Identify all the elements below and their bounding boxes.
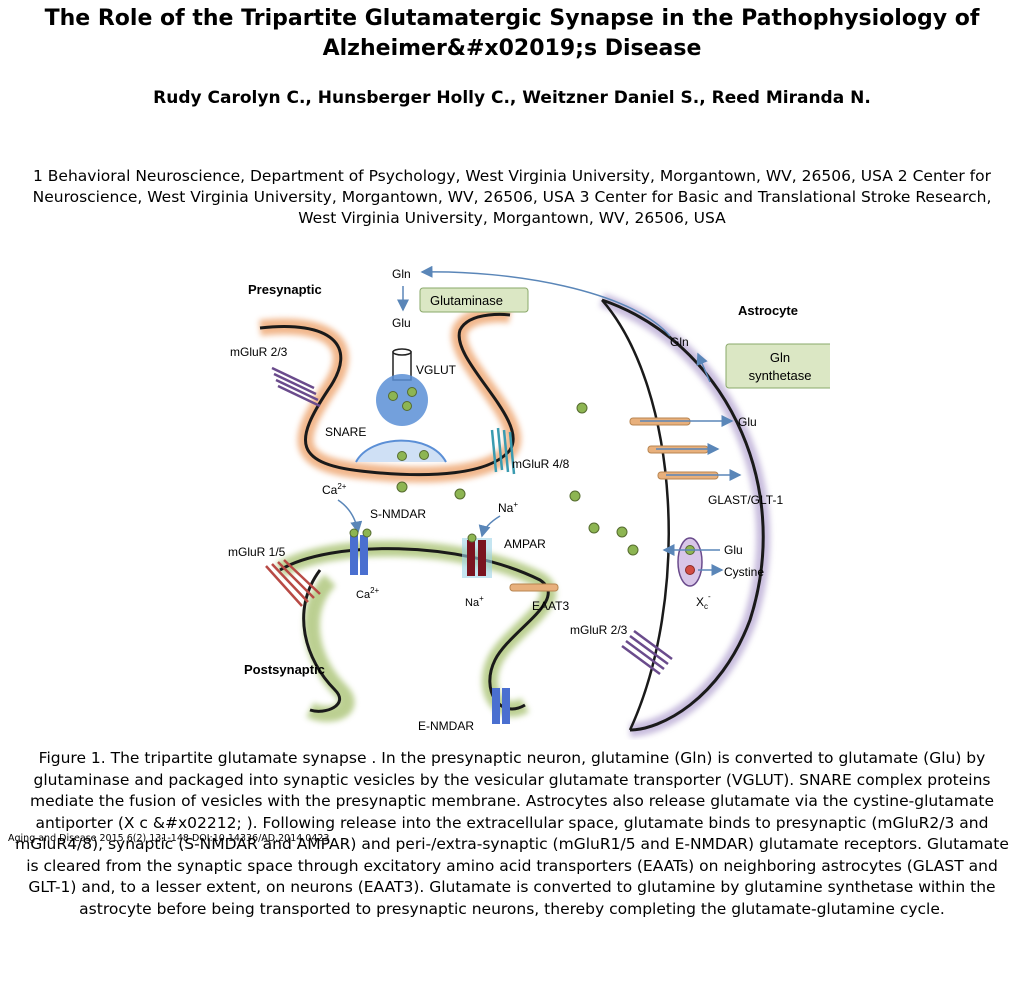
synapse-figure: Presynaptic Postsynaptic Astrocyte Gln G… — [210, 250, 835, 740]
paper-affiliations: 1 Behavioral Neuroscience, Department of… — [32, 167, 992, 227]
ca-bottom-label: Ca2+ — [356, 586, 380, 601]
glast-glt1-label: GLAST/GLT-1 — [708, 493, 783, 507]
snare-label: SNARE — [325, 425, 366, 439]
e-nmdar-receptor — [492, 688, 510, 724]
astrocyte-label: Astrocyte — [738, 303, 798, 318]
gln-synthetase-label-2: synthetase — [749, 368, 812, 383]
ampar-receptor — [462, 533, 492, 578]
glutaminase-label: Glutaminase — [430, 293, 503, 308]
ca-influx-arrow — [337, 499, 363, 534]
mglur23-astro-receptor — [621, 629, 673, 676]
vglut-vesicle — [376, 348, 428, 426]
astrocyte-membrane — [599, 293, 771, 737]
gln-top-label: Gln — [392, 267, 411, 281]
gln-synthetase-label-1: Gln — [770, 350, 790, 365]
paper-title: The Role of the Tripartite Glutamatergic… — [44, 6, 980, 61]
na-top-label: Na+ — [498, 500, 518, 515]
glast-glt1-transporters — [629, 415, 742, 481]
na-influx-arrow — [478, 515, 501, 538]
mglur23-pre-receptor — [271, 366, 321, 408]
glutaminase-box — [419, 287, 529, 313]
e-nmdar-label: E-NMDAR — [418, 719, 474, 733]
gln-astro-label: Gln — [670, 335, 689, 349]
journal-reference: Aging and Disease 2015 6(2) 131-148 DOI:… — [8, 833, 330, 844]
ca-top-label: Ca2+ — [322, 482, 347, 497]
snare-vesicle — [355, 439, 447, 463]
glu-astro-label: Glu — [738, 415, 757, 429]
mglur15-receptor — [265, 559, 321, 607]
postsynaptic-label: Postsynaptic — [244, 662, 325, 677]
gln-return-arrow — [420, 265, 671, 337]
eaat3-label: EAAT3 — [532, 599, 569, 613]
glu-xc-label: Glu — [724, 543, 743, 557]
eaat3-transporter — [509, 583, 559, 592]
synapse-diagram: Presynaptic Postsynaptic Astrocyte Gln G… — [228, 265, 835, 737]
presynaptic-label: Presynaptic — [248, 282, 322, 297]
mglur23-pre-label: mGluR 2/3 — [230, 345, 288, 359]
na-bottom-label: Na+ — [465, 594, 484, 609]
s-nmdar-label: S-NMDAR — [370, 507, 426, 521]
glu-top-label: Glu — [392, 316, 411, 330]
mglur15-label: mGluR 1/5 — [228, 545, 286, 559]
figure-caption: Figure 1. The tripartite glutamate synap… — [15, 749, 1009, 918]
mglur48-receptor — [490, 427, 516, 475]
xc-label: Xc- — [696, 592, 711, 611]
paper-authors: Rudy Carolyn C., Hunsberger Holly C., We… — [153, 88, 871, 108]
glu-to-gln-arrow — [696, 352, 711, 383]
xc-antiporter — [662, 537, 724, 587]
cystine-label: Cystine — [724, 565, 764, 579]
mglur48-label: mGluR 4/8 — [512, 457, 570, 471]
vglut-label: VGLUT — [416, 363, 457, 377]
ampar-label: AMPAR — [504, 537, 546, 551]
presynaptic-membrane — [259, 306, 521, 483]
mglur23-astro-label: mGluR 2/3 — [570, 623, 628, 637]
s-nmdar-receptor — [349, 528, 372, 575]
extracellular-glutamate — [396, 402, 639, 556]
